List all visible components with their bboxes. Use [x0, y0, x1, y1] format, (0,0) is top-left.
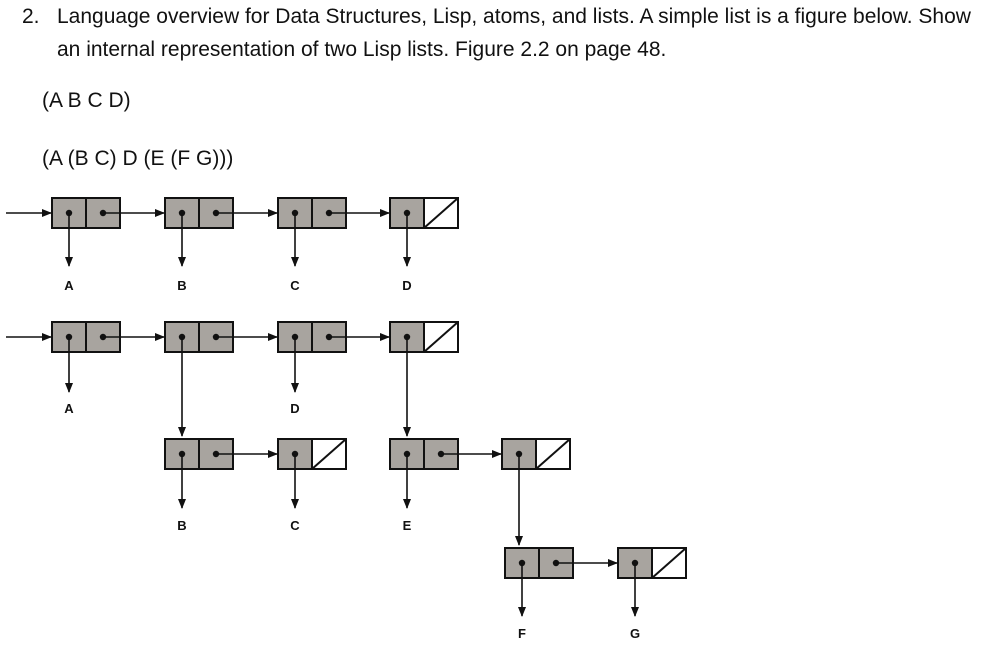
- lisp-expression-simple: (A B C D): [42, 89, 131, 112]
- atom-list2-a: A: [64, 401, 74, 416]
- question: 2. Language overview for Data Structures…: [22, 0, 997, 66]
- atom-list1-c: C: [290, 278, 300, 293]
- sublist-bc-cell-2: [277, 438, 347, 470]
- atom-list1-d: D: [402, 278, 411, 293]
- sublist-fg-cell-2: [617, 547, 687, 579]
- list1-cell-4: [389, 197, 459, 229]
- atom-sublist-b: B: [177, 518, 186, 533]
- atom-sublist-g: G: [630, 626, 640, 641]
- question-text: Language overview for Data Structures, L…: [57, 5, 971, 61]
- atom-list1-b: B: [177, 278, 186, 293]
- sublist-e-cell-2: [501, 438, 571, 470]
- atom-sublist-c: C: [290, 518, 300, 533]
- list2-cell-4: [389, 321, 459, 353]
- question-number: 2.: [22, 5, 40, 28]
- lisp-expression-nested: (A (B C) D (E (F G))): [42, 147, 234, 170]
- atom-list2-d: D: [290, 401, 299, 416]
- atom-sublist-f: F: [518, 626, 526, 641]
- sublist-e-cell-1: [389, 438, 459, 470]
- atom-list1-a: A: [64, 278, 74, 293]
- atom-sublist-e: E: [403, 518, 412, 533]
